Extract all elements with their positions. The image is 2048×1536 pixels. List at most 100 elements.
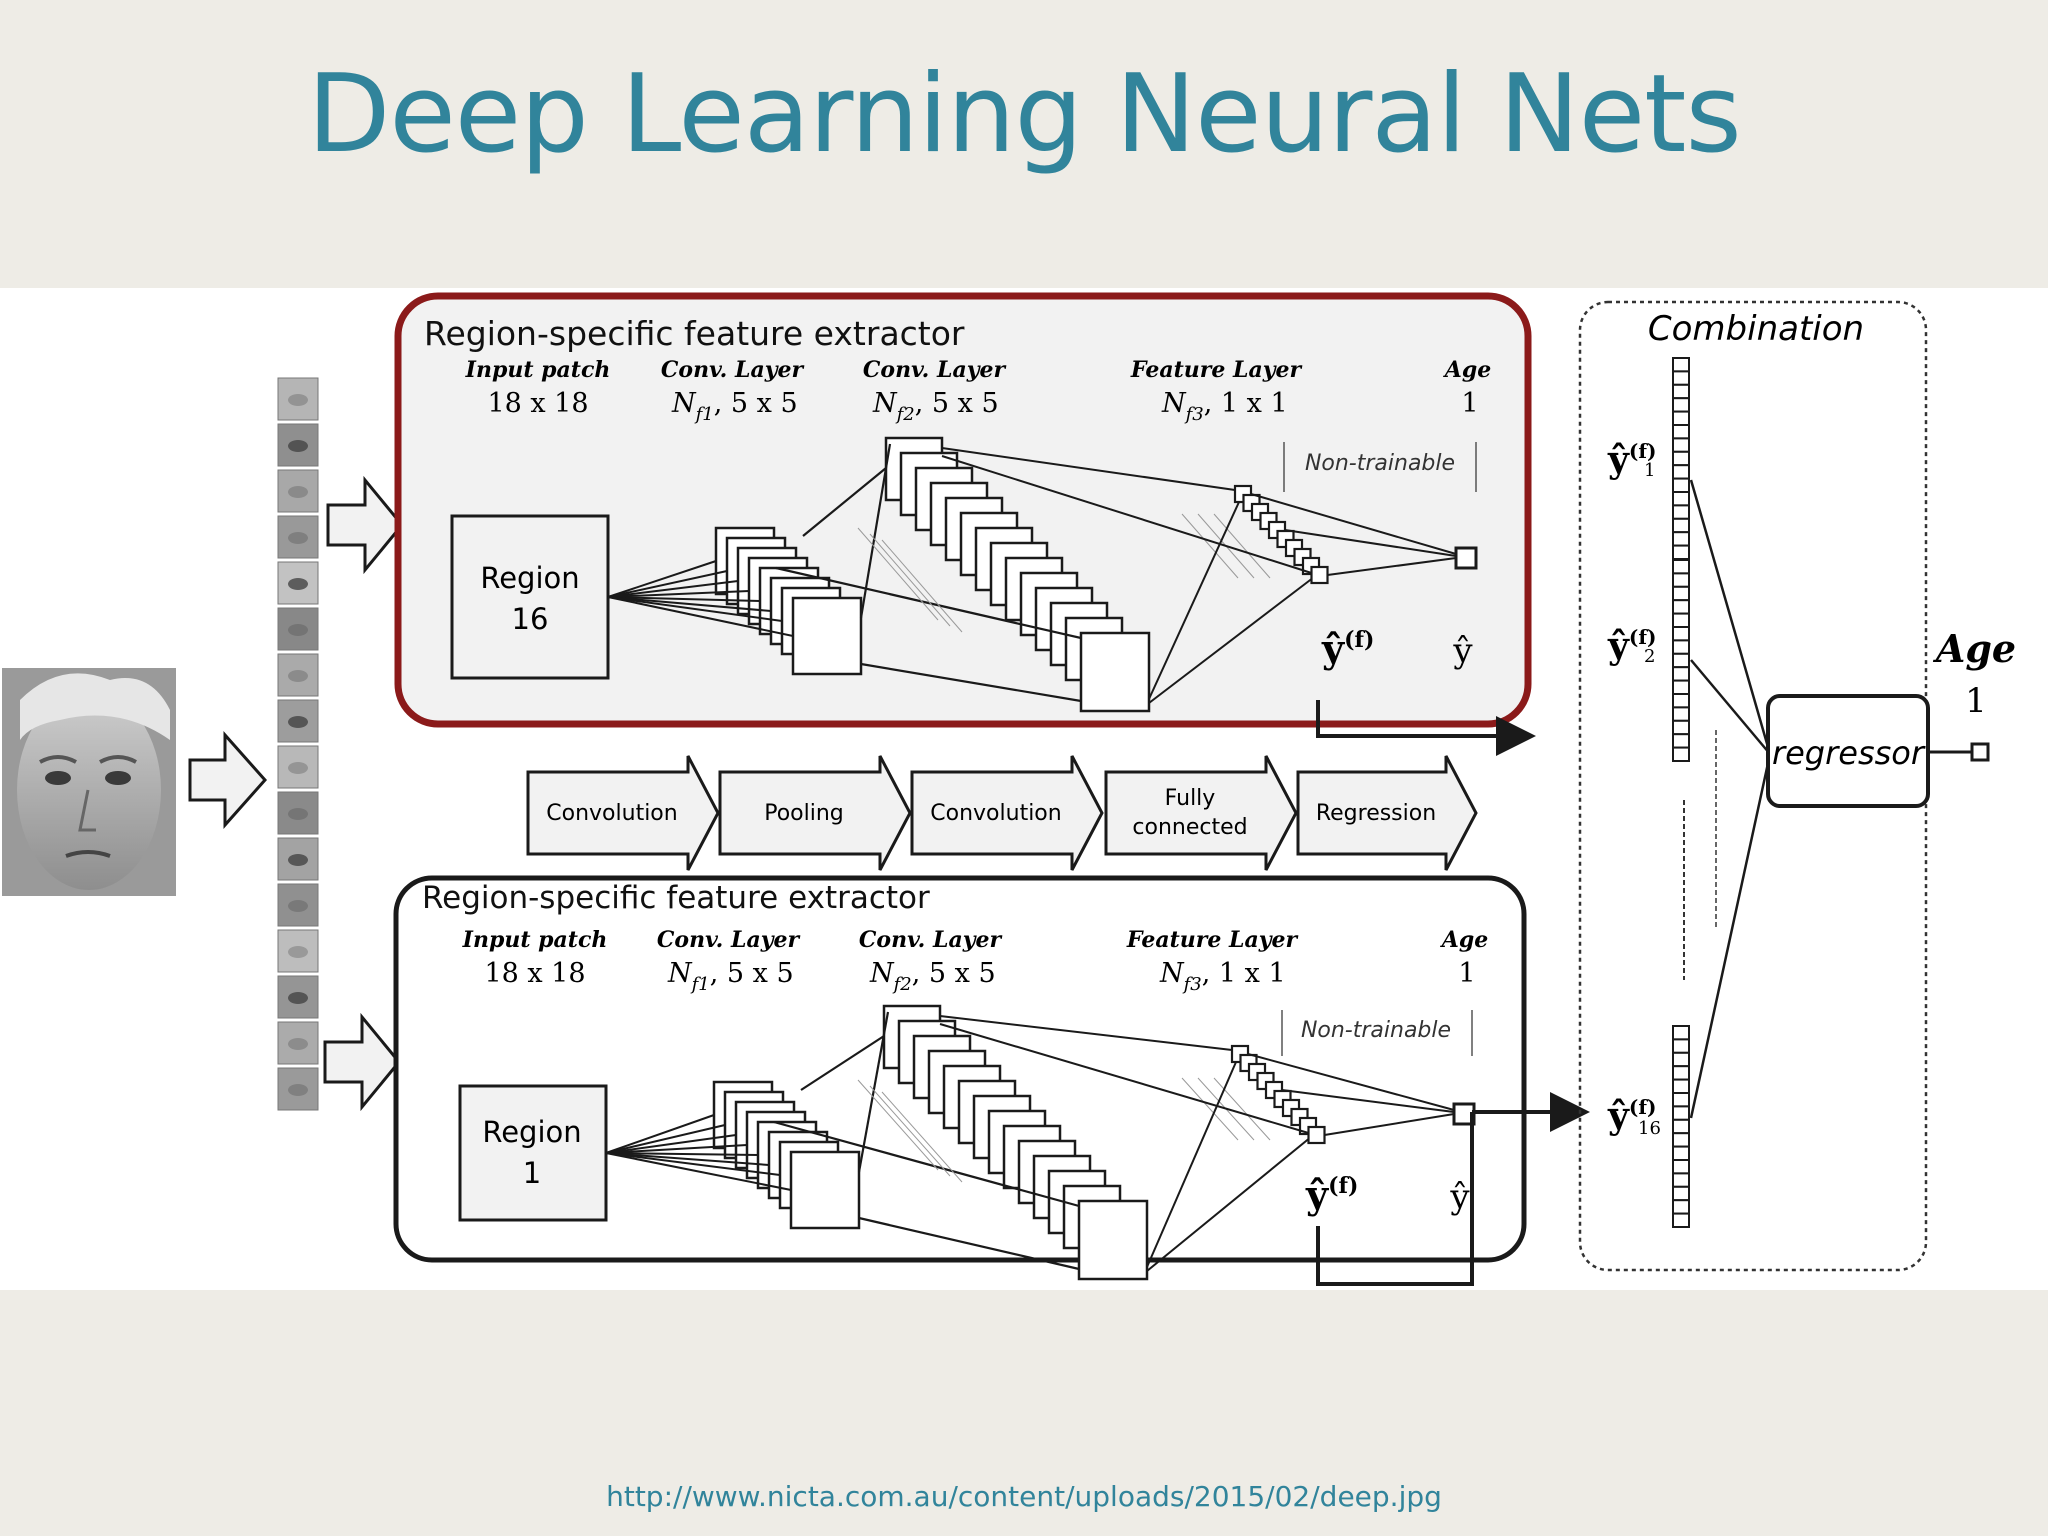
arrow-to-top-extractor bbox=[326, 475, 404, 575]
hatch-line bbox=[857, 527, 939, 621]
extractor-heading: Region-specific feature extractor bbox=[424, 314, 965, 353]
feature-stack-cell bbox=[1672, 397, 1690, 413]
feature-stack-cell bbox=[1672, 679, 1690, 695]
figure: Region-specific feature extractor Input … bbox=[0, 288, 2048, 1290]
face-patch bbox=[277, 423, 319, 467]
face-patch bbox=[277, 515, 319, 559]
svg-text:Nf2, 5 x 5: Nf2, 5 x 5 bbox=[869, 958, 996, 995]
feature-stack-cell bbox=[1672, 1172, 1690, 1188]
feature-stack-cell bbox=[1672, 1051, 1690, 1068]
connection-line bbox=[941, 455, 1312, 574]
feature-stack-cell bbox=[1672, 599, 1690, 615]
non-trainable-label: Non-trainable bbox=[1305, 451, 1455, 476]
connection-line bbox=[605, 1144, 748, 1154]
feature-stack-cell bbox=[1672, 733, 1690, 749]
yhat: ŷ bbox=[1449, 1177, 1470, 1217]
feature-stack-cell bbox=[1672, 1025, 1690, 1041]
feature-stack-cell bbox=[1672, 437, 1690, 453]
col-conv1-dim: , 5 x 5 bbox=[714, 388, 798, 419]
connection-line bbox=[605, 1124, 726, 1154]
col-input-size: 18 x 18 bbox=[484, 958, 585, 989]
feature-stack-cell bbox=[1672, 1105, 1690, 1121]
connection-line bbox=[605, 1114, 715, 1154]
face-patch bbox=[277, 377, 319, 421]
col-feat-dim: , 1 x 1 bbox=[1202, 958, 1286, 989]
face-patch bbox=[277, 653, 319, 697]
svg-text:ŷ(f): ŷ(f) bbox=[1305, 1172, 1358, 1217]
feature-stack-cell bbox=[1672, 1065, 1690, 1081]
pipeline-step4-line2: connected bbox=[1132, 815, 1247, 840]
feature-stack-cell bbox=[1672, 383, 1690, 400]
non-trainable-label: Non-trainable bbox=[1301, 1018, 1451, 1043]
extractor-heading: Region-specific feature extractor bbox=[422, 880, 930, 916]
feature-stack-cell bbox=[1672, 517, 1690, 534]
connection-line bbox=[1324, 1113, 1455, 1136]
col-conv2-n: N bbox=[869, 958, 895, 989]
region-box bbox=[450, 514, 610, 680]
face-patch bbox=[277, 1021, 319, 1065]
y16-sup: (f) bbox=[1629, 1095, 1657, 1119]
svg-text:Nf3, 1 x 1: Nf3, 1 x 1 bbox=[1159, 958, 1286, 995]
hatch-line bbox=[1181, 513, 1239, 579]
connection-line bbox=[607, 590, 750, 598]
svg-text:ŷ(f): ŷ(f) bbox=[1607, 1095, 1656, 1137]
svg-text:ŷ(f): ŷ(f) bbox=[1607, 625, 1656, 667]
region-box bbox=[458, 1084, 608, 1222]
connection-line bbox=[1148, 578, 1313, 704]
feature-stack-cell bbox=[1672, 706, 1690, 722]
feature-stack-cell bbox=[1672, 652, 1690, 669]
feature-stack-cell bbox=[1672, 693, 1690, 709]
svg-text:Nf1, 5 x 5: Nf1, 5 x 5 bbox=[667, 958, 794, 995]
feature-stack-cell bbox=[1672, 1132, 1690, 1148]
connection-line bbox=[939, 1023, 1309, 1134]
extractor-bottom: Region-specific feature extractor Input … bbox=[393, 875, 1527, 1281]
connection-line bbox=[607, 596, 761, 602]
y1-sub: 1 bbox=[1644, 460, 1655, 481]
top-output-connector bbox=[1316, 700, 1536, 756]
connection-line bbox=[607, 596, 783, 622]
feature-stack-cell bbox=[1672, 1078, 1690, 1094]
connection-line bbox=[941, 447, 1236, 491]
bottom-output-loop bbox=[1316, 1112, 1474, 1286]
face-patch-feature bbox=[288, 440, 308, 452]
feature-stack-cell bbox=[1672, 559, 1690, 575]
svg-text:ŷ(f): ŷ(f) bbox=[1321, 626, 1374, 671]
face-patch bbox=[277, 745, 319, 789]
col-conv2-head: Conv. Layer bbox=[859, 927, 1003, 953]
connection-line bbox=[605, 1152, 759, 1156]
face-patch-feature bbox=[288, 670, 308, 682]
connection-line bbox=[605, 1152, 770, 1166]
connection-line bbox=[800, 1035, 885, 1091]
face-patch-feature bbox=[288, 1038, 308, 1050]
col-conv2-sub: f2 bbox=[895, 404, 915, 425]
feature-stack-cell bbox=[1672, 572, 1690, 588]
col-conv1-sub: f1 bbox=[694, 404, 714, 425]
col-conv2-dim: , 5 x 5 bbox=[912, 958, 996, 989]
arrow-to-bottom-extractor bbox=[323, 1012, 401, 1112]
connection-line bbox=[605, 1134, 737, 1154]
conv1-feature-map bbox=[789, 1150, 861, 1230]
connection-line bbox=[775, 566, 1082, 640]
feature-node bbox=[1310, 565, 1329, 585]
face-patch-feature bbox=[288, 946, 308, 958]
connection-line bbox=[607, 560, 717, 598]
feature-stack-cell bbox=[1672, 370, 1690, 386]
network-diagram: Region-specific feature extractor Input … bbox=[2, 292, 2016, 1286]
face-patch-feature bbox=[288, 900, 308, 912]
feature-stack-cell bbox=[1672, 1185, 1690, 1202]
col-conv1-head: Conv. Layer bbox=[657, 927, 801, 953]
connection-line bbox=[607, 596, 794, 637]
connection-line bbox=[939, 1015, 1233, 1051]
col-feat-head: Feature Layer bbox=[1126, 927, 1299, 953]
col-age-val: 1 bbox=[1461, 388, 1478, 419]
regressor-label: regressor bbox=[1772, 734, 1926, 772]
region-label-line2: 1 bbox=[523, 1156, 541, 1190]
age-output-node bbox=[1454, 546, 1478, 570]
y16-sub: 16 bbox=[1638, 1118, 1661, 1139]
feature-stack-cell bbox=[1672, 491, 1690, 507]
slide-title: Deep Learning Neural Nets bbox=[307, 52, 1742, 177]
face-patch-feature bbox=[288, 624, 308, 636]
connection-line bbox=[607, 580, 739, 598]
feature-stack-cell bbox=[1672, 424, 1690, 440]
col-conv1-dim: , 5 x 5 bbox=[710, 958, 794, 989]
